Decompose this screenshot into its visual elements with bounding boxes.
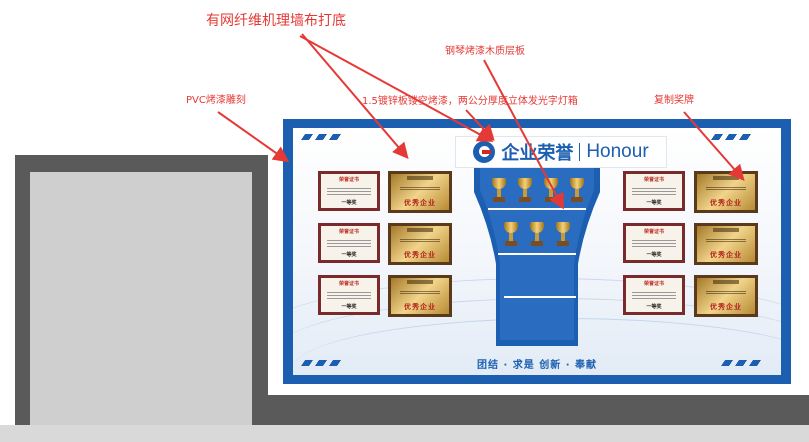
certificate-rank: 一等奖 — [646, 200, 662, 206]
plaque-text: 优秀企业 — [404, 303, 436, 311]
trophy-icon — [566, 178, 588, 206]
certificate: 荣誉证书一等奖 — [623, 275, 685, 315]
annotation-replica-plaque: 复制奖牌 — [654, 95, 694, 106]
certificate-title: 荣誉证书 — [338, 177, 359, 183]
annotation-piano-shelf: 钢琴烤漆木质层板 — [445, 46, 525, 57]
logo-title-cn: 企业荣誉 — [501, 143, 574, 164]
gold-plaque: 优秀企业 — [388, 171, 452, 213]
plaque-text: 优秀企业 — [710, 303, 742, 311]
certificate: 荣誉证书一等奖 — [318, 171, 380, 211]
plaque-text: 优秀企业 — [710, 199, 742, 207]
cabinet-shelf — [498, 253, 576, 255]
certificate: 荣誉证书一等奖 — [623, 171, 685, 211]
trophy-icon — [552, 222, 574, 250]
certificate-rank: 一等奖 — [341, 304, 357, 310]
cabinet-shelf — [504, 296, 576, 298]
annotation-galvanized-sign: 1.5镀锌板镂空烤漆，两公分厚度立体发光字灯箱 — [362, 96, 578, 107]
trophy-icon — [526, 222, 548, 250]
plaque-text: 优秀企业 — [710, 251, 742, 259]
cabinet-shelf — [488, 208, 586, 210]
gold-plaque: 优秀企业 — [388, 275, 452, 317]
plaque-text: 优秀企业 — [404, 199, 436, 207]
certificate-title: 荣誉证书 — [643, 229, 664, 235]
certificate-rank: 一等奖 — [341, 252, 357, 258]
certificate: 荣誉证书一等奖 — [623, 223, 685, 263]
trophy-icon — [488, 178, 510, 206]
certificate-title: 荣誉证书 — [643, 177, 664, 183]
certificate-rank: 一等奖 — [646, 252, 662, 258]
trophy-icon — [514, 178, 536, 206]
certificate: 荣誉证书一等奖 — [318, 223, 380, 263]
gold-plaque: 优秀企业 — [694, 171, 758, 213]
certificate-rank: 一等奖 — [646, 304, 662, 310]
gold-plaque: 优秀企业 — [694, 223, 758, 265]
logo-separator — [579, 143, 581, 161]
logo-title-en: Honour — [586, 141, 649, 162]
gold-plaque: 优秀企业 — [388, 223, 452, 265]
slogan: 团结 · 求是 创新 · 奉献 — [476, 360, 597, 371]
company-logo-icon — [473, 141, 496, 163]
certificate-title: 荣誉证书 — [338, 281, 359, 287]
annotation-pvc-carving: PVC烤漆雕刻 — [186, 95, 246, 106]
wall-opening — [30, 172, 252, 442]
certificate: 荣誉证书一等奖 — [318, 275, 380, 315]
trophy-icon — [500, 222, 522, 250]
certificate-rank: 一等奖 — [341, 200, 357, 206]
floor — [0, 425, 809, 442]
gold-plaque: 优秀企业 — [694, 275, 758, 317]
certificate-title: 荣誉证书 — [338, 229, 359, 235]
annotation-fiber-cloth: 有网纤维机理墙布打底 — [206, 13, 346, 29]
certificate-title: 荣誉证书 — [643, 281, 664, 287]
plaque-text: 优秀企业 — [404, 251, 436, 259]
logo-light-box: 企业荣誉 Honour — [455, 136, 667, 168]
